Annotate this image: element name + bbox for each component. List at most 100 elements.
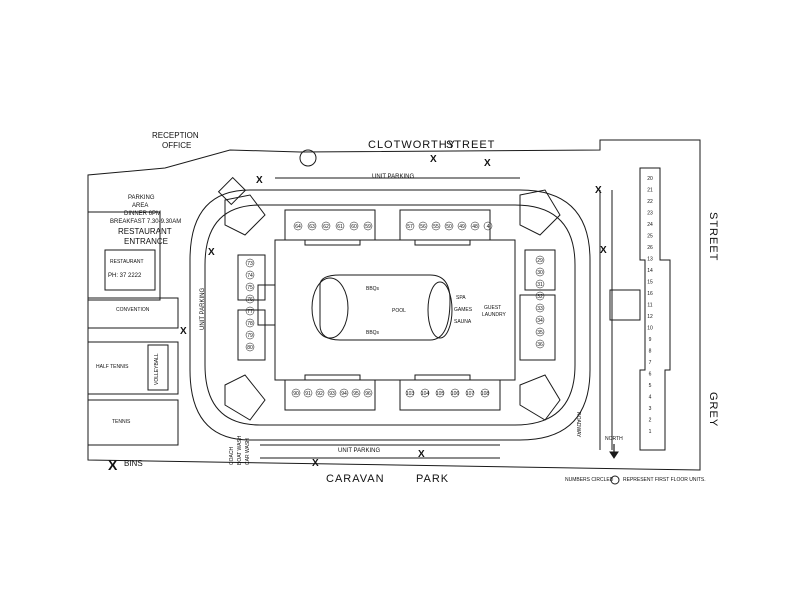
unit-number: 7: [649, 360, 652, 366]
unit-block-top-right: [399, 209, 491, 246]
unit-block-bottom-left: [284, 374, 376, 411]
restaurant-entrance-label: RESTAURANT: [118, 227, 172, 236]
unit-number: 108: [481, 391, 490, 397]
svg-text:X: X: [418, 449, 425, 460]
unit-number: 9: [649, 337, 652, 343]
unit-circle: [405, 221, 415, 231]
bottom-parking-stalls: [260, 444, 500, 459]
unit-number: 12: [647, 314, 653, 320]
unit-circle: [435, 388, 445, 398]
svg-text:X: X: [430, 154, 437, 165]
phone-label: PH: 37 2222: [108, 273, 142, 279]
svg-text:X: X: [595, 185, 602, 196]
unit-number: 24: [647, 222, 653, 228]
unit-number: 93: [329, 391, 335, 397]
unit-circle: [363, 221, 373, 231]
svg-text:X: X: [256, 175, 263, 186]
unit-number: 25: [647, 234, 653, 240]
unit-number: 4: [649, 395, 652, 401]
legend-circle: [610, 475, 620, 485]
unit-circle: [465, 388, 475, 398]
unit-number: 60: [351, 224, 357, 230]
inner-ring-road: [204, 204, 576, 426]
tennis-label: TENNIS: [112, 419, 131, 425]
unit-number: 77: [247, 309, 253, 315]
unit-number: 4: [487, 224, 490, 230]
unit-number: 29: [537, 258, 543, 264]
office-label: OFFICE: [162, 141, 192, 150]
convention-label: CONVENTION: [116, 307, 150, 313]
convention-building: [87, 297, 179, 329]
unit-number: 55: [433, 224, 439, 230]
street-clotworthy: CLOTWORTHY: [368, 139, 457, 151]
unit-circle: [483, 221, 493, 231]
unit-number: 26: [647, 245, 653, 251]
reception-building: [217, 176, 247, 206]
spa-label: SPA: [456, 295, 466, 301]
unit-circle: [245, 282, 255, 292]
unit-number: 56: [420, 224, 426, 230]
unit-circle: [291, 388, 301, 398]
unit-block-right-1: [524, 249, 556, 291]
unit-circle: [335, 221, 345, 231]
unit-parking-bottom-label: UNIT PARKING: [338, 448, 381, 454]
outer-ring-road: [189, 189, 591, 441]
unit-circle: [535, 279, 545, 289]
unit-number: 80: [247, 345, 253, 351]
unit-circle: [339, 388, 349, 398]
unit-number: 6: [649, 372, 652, 378]
unit-parking-top-label: UNIT PARKING: [372, 174, 415, 180]
corner-block-ne: [519, 189, 561, 236]
car-wash-label: CAR WASH: [245, 438, 251, 465]
laundry-label: LAUNDRY: [482, 312, 506, 318]
street-caravan: CARAVAN: [326, 473, 385, 485]
unit-number: 21: [647, 188, 653, 194]
unit-number: 16: [647, 291, 653, 297]
unit-block-left-2: [237, 309, 266, 361]
unit-circle: [405, 388, 415, 398]
unit-circle: [431, 221, 441, 231]
unit-number: 35: [537, 330, 543, 336]
unit-number: 94: [341, 391, 347, 397]
unit-number: 8: [649, 349, 652, 355]
restaurant-label: RESTAURANT: [110, 259, 144, 265]
unit-circle: [535, 327, 545, 337]
unit-number: 11: [647, 303, 652, 309]
north-label: NORTH: [605, 436, 623, 442]
unit-number: 57: [407, 224, 413, 230]
street-street-top: STREET: [446, 139, 496, 151]
unit-circle: [444, 221, 454, 231]
unit-circle: [450, 388, 460, 398]
boat-wash-label: BOAT WASH: [237, 435, 243, 465]
pool-end-right: [427, 281, 453, 339]
unit-number: 34: [537, 318, 543, 324]
unit-circle: [303, 388, 313, 398]
corner-block-se: [519, 374, 561, 421]
breakfast-label: BREAKFAST 7.30-9.30AM: [110, 219, 182, 225]
bin-markers: X X X X X X X X X X: [108, 154, 607, 473]
guest-label: GUEST: [484, 305, 502, 311]
unit-number: 31: [537, 282, 543, 288]
corner-block-sw: [224, 374, 266, 421]
area-label: AREA: [132, 203, 149, 209]
unit-number: 15: [647, 280, 653, 286]
unit-circle: [351, 388, 361, 398]
right-inner-block: [609, 289, 641, 321]
legend-label: NUMBERS CIRCLED: [565, 477, 614, 483]
unit-block-bottom-right: [399, 374, 501, 411]
coach-label: COACH: [229, 446, 235, 465]
unit-block-top-left: [284, 209, 376, 246]
svg-text:X: X: [600, 245, 607, 256]
bbqs-bottom-label: BBQs: [366, 330, 380, 336]
north-arrow: [609, 444, 619, 459]
unit-circle: [418, 221, 428, 231]
unit-circle: [245, 306, 255, 316]
unit-number: 74: [247, 273, 253, 279]
unit-number: 59: [365, 224, 371, 230]
unit-number: 23: [647, 211, 653, 217]
top-parking-stalls: [275, 177, 520, 191]
sauna-label: SAUNA: [454, 319, 472, 325]
unit-circle: [321, 221, 331, 231]
svg-text:X: X: [208, 247, 215, 258]
unit-number: 76: [247, 297, 253, 303]
